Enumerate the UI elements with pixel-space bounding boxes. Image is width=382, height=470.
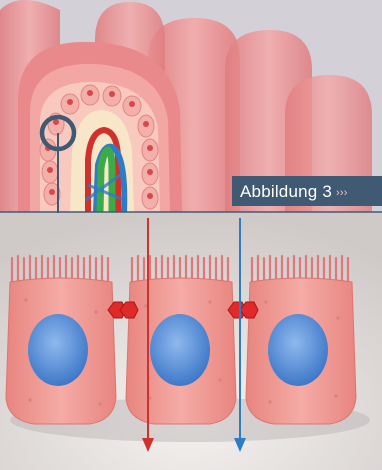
epithelial-cell-1 [6, 278, 116, 424]
chevrons-icon: ››› [336, 187, 348, 199]
epithelial-cell-2 [126, 278, 236, 424]
tight-junction-right [228, 302, 258, 318]
figure-caption-label: Abbildung 3 [240, 182, 332, 201]
tight-junction-left [108, 302, 138, 318]
figure-caption-button[interactable]: Abbildung 3 ››› [232, 176, 382, 206]
epithelial-cell-3 [246, 278, 356, 424]
